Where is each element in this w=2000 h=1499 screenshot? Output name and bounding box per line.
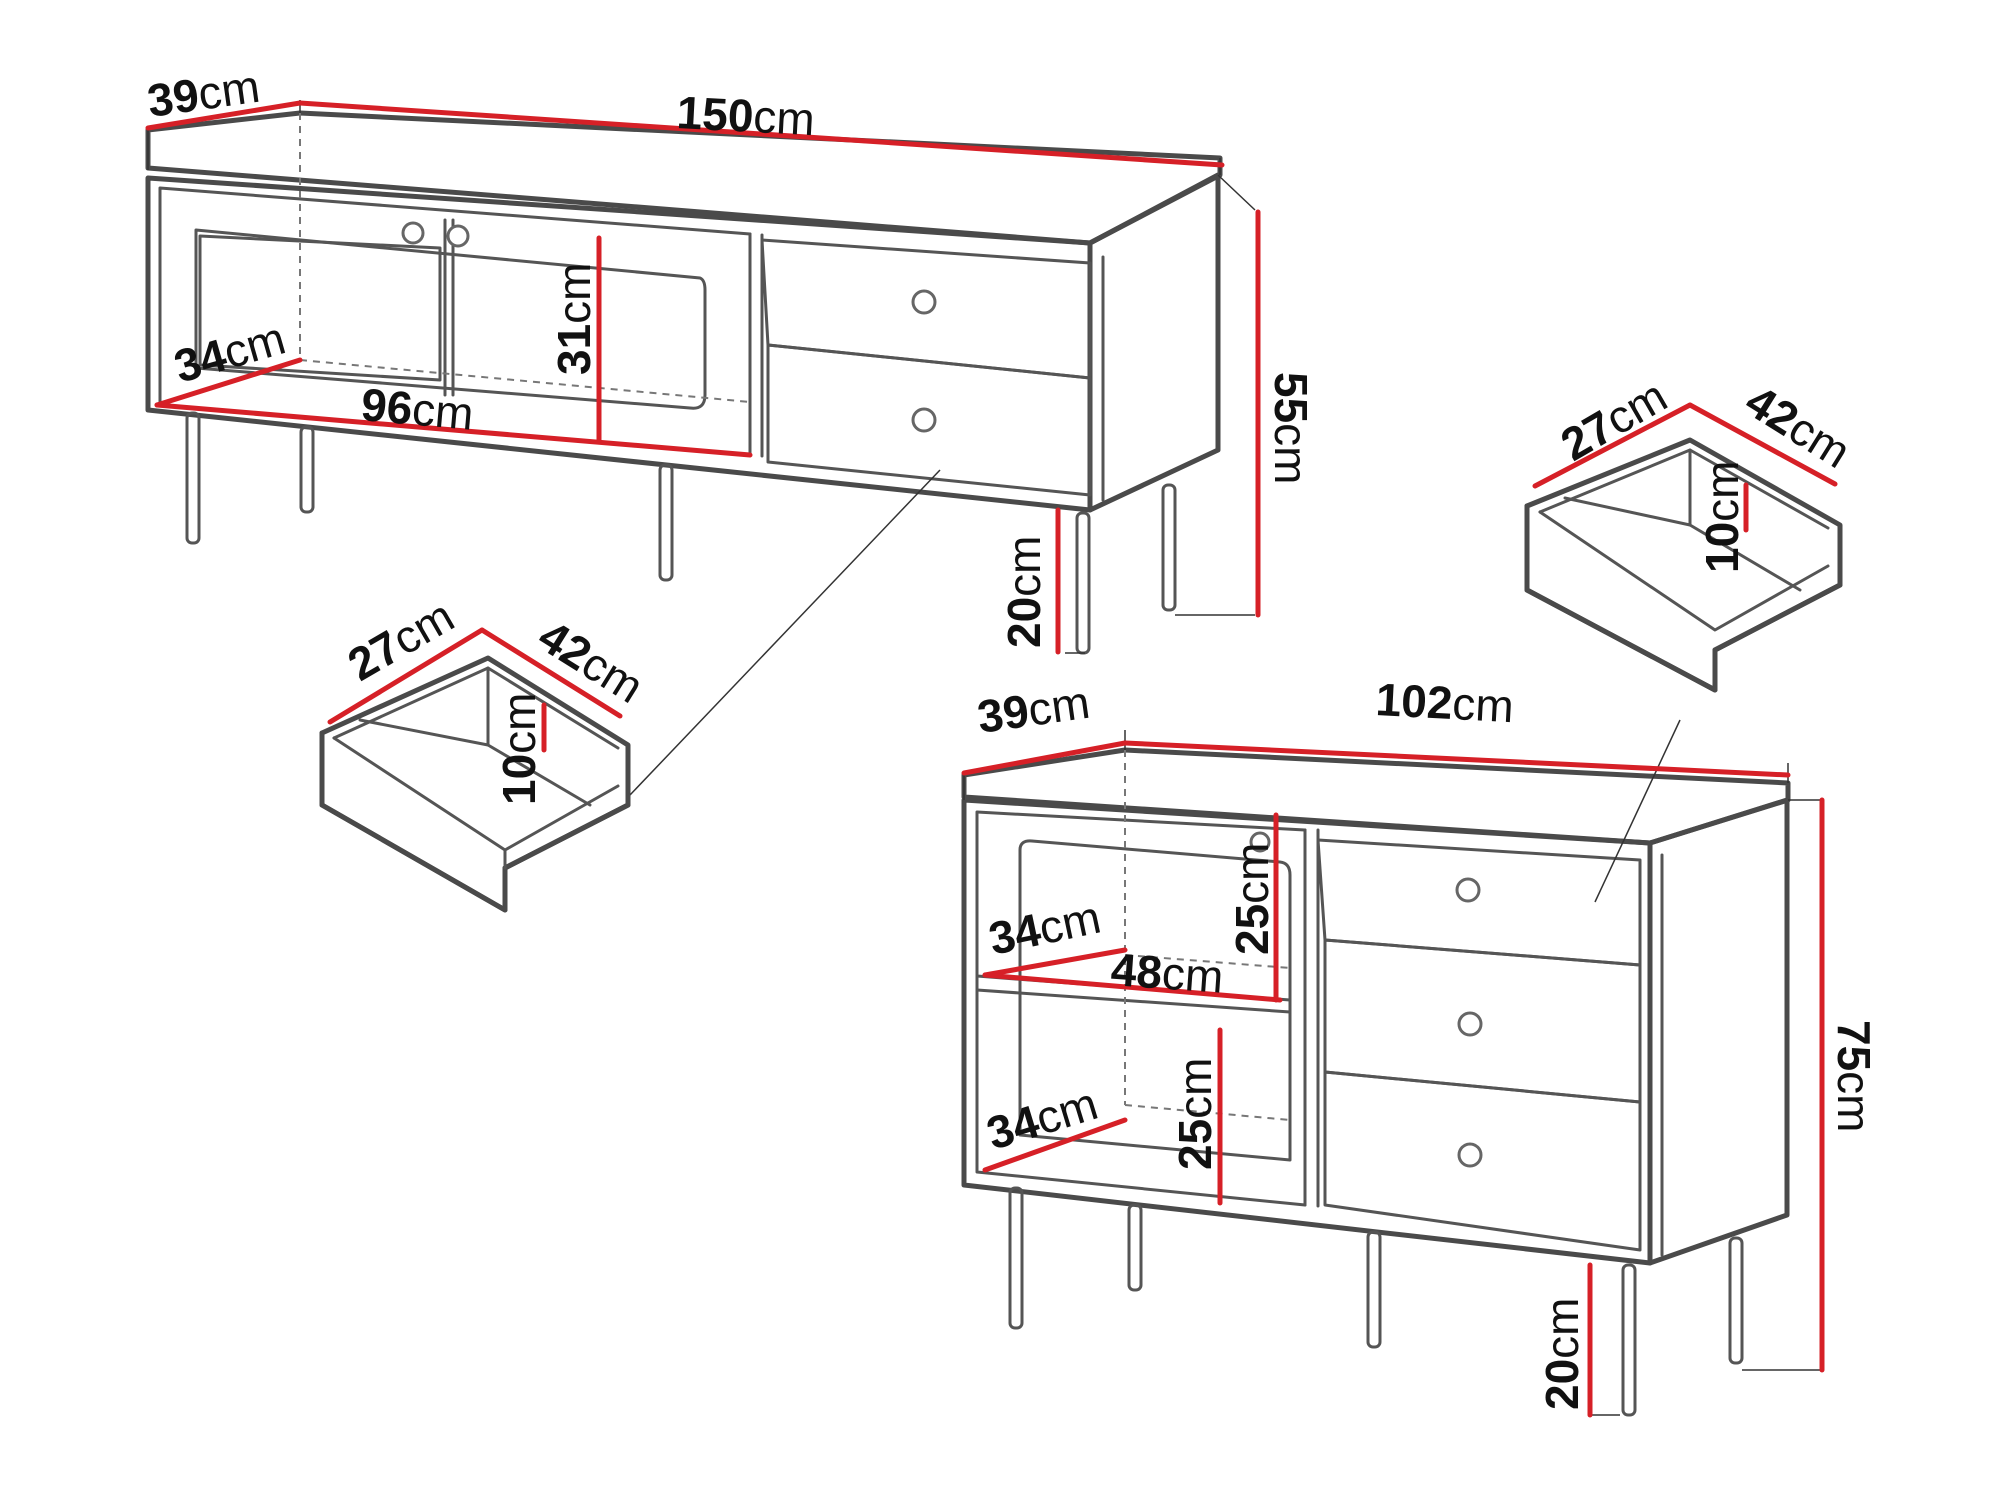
sideboard-top bbox=[961, 747, 1791, 846]
tv-leg bbox=[1161, 483, 1177, 612]
tv-leg bbox=[299, 425, 315, 514]
tv-drawer-knob-lower bbox=[911, 407, 937, 433]
sideboard-leg bbox=[1008, 1186, 1024, 1330]
tv-width-label: 150cm bbox=[675, 86, 816, 145]
sideboard-leg bbox=[1728, 1236, 1744, 1365]
tv-leg-height-label: 20cm bbox=[998, 536, 1050, 649]
tv-cabinet-lower-drawer bbox=[766, 343, 1092, 497]
tv-cabinet bbox=[145, 100, 1261, 796]
sideboard-shelf-knob bbox=[1249, 831, 1271, 853]
tv-leg bbox=[185, 411, 201, 545]
sideboard-side bbox=[1647, 797, 1790, 1266]
sideboard-leg bbox=[1621, 1263, 1637, 1417]
tv-cabinet-side bbox=[1087, 172, 1221, 513]
sideboard-shelf-depth-upper-label: 34cm bbox=[984, 891, 1105, 965]
sideboard-drawer-height-label: 10cm bbox=[1696, 461, 1748, 574]
tv-cabinet-glass-door bbox=[198, 234, 442, 382]
sideboard-knob-3 bbox=[1457, 1142, 1483, 1168]
tv-depth-top-label: 39cm bbox=[144, 60, 263, 127]
sideboard-depth-top-label: 39cm bbox=[974, 676, 1093, 743]
sideboard-shelf-height-lower-label: 25cm bbox=[1169, 1058, 1221, 1171]
tv-drawer-knob-upper bbox=[911, 289, 937, 315]
tv-compartment-width-label: 96cm bbox=[359, 378, 476, 440]
sideboard-total-height-label: 75cm bbox=[1828, 1020, 1880, 1133]
tv-door-knob-right bbox=[446, 224, 470, 248]
tv-drawer-height-label: 10cm bbox=[493, 693, 545, 806]
tv-compartment-height-label: 31cm bbox=[548, 263, 600, 376]
tv-leg bbox=[1075, 511, 1091, 655]
sideboard-width-label: 102cm bbox=[1374, 673, 1515, 732]
tv-inner-depth-label: 34cm bbox=[168, 312, 290, 393]
tv-cabinet-front bbox=[145, 175, 1093, 513]
sideboard-drawer-detail bbox=[1524, 402, 1843, 693]
sideboard-shelf-width-label: 48cm bbox=[1109, 943, 1225, 1003]
tv-drawer-detail bbox=[319, 627, 631, 913]
sideboard-knob-1 bbox=[1455, 877, 1481, 903]
sideboard-drawer-3 bbox=[1323, 1070, 1642, 1252]
tv-door-knob-left bbox=[401, 221, 425, 245]
sideboard-shelf-height-upper-label: 25cm bbox=[1226, 843, 1278, 956]
sideboard-leg-height-label: 20cm bbox=[1536, 1298, 1588, 1411]
tv-total-height-label: 55cm bbox=[1265, 372, 1317, 485]
sideboard-front bbox=[961, 797, 1653, 1266]
sideboard bbox=[961, 719, 1825, 1418]
sideboard-knob-2 bbox=[1457, 1011, 1483, 1037]
sideboard-leg bbox=[1366, 1230, 1382, 1349]
tv-leg bbox=[658, 463, 674, 582]
sideboard-leg bbox=[1127, 1203, 1143, 1292]
sideboard-drawer-1 bbox=[1316, 838, 1642, 967]
